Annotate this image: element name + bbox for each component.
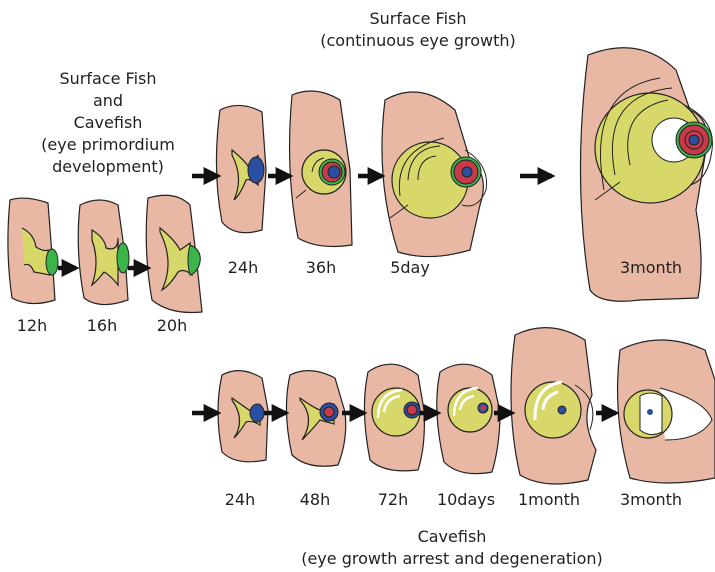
cave-72h-drawing — [364, 364, 424, 471]
stage-20h-drawing — [146, 195, 202, 312]
early-title-line-3: Cavefish — [41, 112, 175, 134]
surface-label-24h: 24h — [228, 258, 259, 278]
surface-label-3month: 3month — [620, 258, 682, 278]
early-stage-title: Surface Fish and Cavefish (eye primordiu… — [41, 68, 175, 178]
stage-label-20h: 20h — [157, 316, 188, 336]
cave-title-line-1: Cavefish — [301, 526, 603, 548]
early-title-line-2: and — [41, 90, 175, 112]
cave-24h-drawing — [218, 371, 268, 462]
surface-24h-drawing — [216, 105, 266, 232]
surface-5day-drawing — [382, 92, 487, 257]
cave-label-48h: 48h — [300, 490, 331, 510]
cave-label-1month: 1month — [518, 490, 580, 510]
surface-36h-drawing — [290, 91, 352, 246]
surface-title-line-1: Surface Fish — [320, 8, 515, 30]
cave-1month-drawing — [511, 328, 596, 484]
early-title-line-5: development) — [41, 156, 175, 178]
surface-label-36h: 36h — [306, 258, 337, 278]
stage-label-16h: 16h — [87, 316, 118, 336]
cave-label-10days: 10days — [437, 490, 495, 510]
stage-12h-drawing — [8, 198, 58, 303]
stage-label-12h: 12h — [17, 316, 48, 336]
surface-label-5day: 5day — [390, 258, 430, 278]
cave-3month-drawing — [618, 340, 715, 483]
cave-10days-drawing — [437, 364, 500, 473]
early-title-line-1: Surface Fish — [41, 68, 175, 90]
surface-fish-title: Surface Fish (continuous eye growth) — [320, 8, 515, 52]
cave-label-72h: 72h — [378, 490, 409, 510]
cave-label-3month: 3month — [620, 490, 682, 510]
early-title-line-4: (eye primordium — [41, 134, 175, 156]
cave-title-line-2: (eye growth arrest and degeneration) — [301, 548, 603, 570]
cave-label-24h: 24h — [225, 490, 256, 510]
cave-48h-drawing — [286, 371, 345, 467]
stage-16h-drawing — [78, 200, 129, 305]
surface-title-line-2: (continuous eye growth) — [320, 30, 515, 52]
cavefish-title: Cavefish (eye growth arrest and degenera… — [301, 526, 603, 570]
